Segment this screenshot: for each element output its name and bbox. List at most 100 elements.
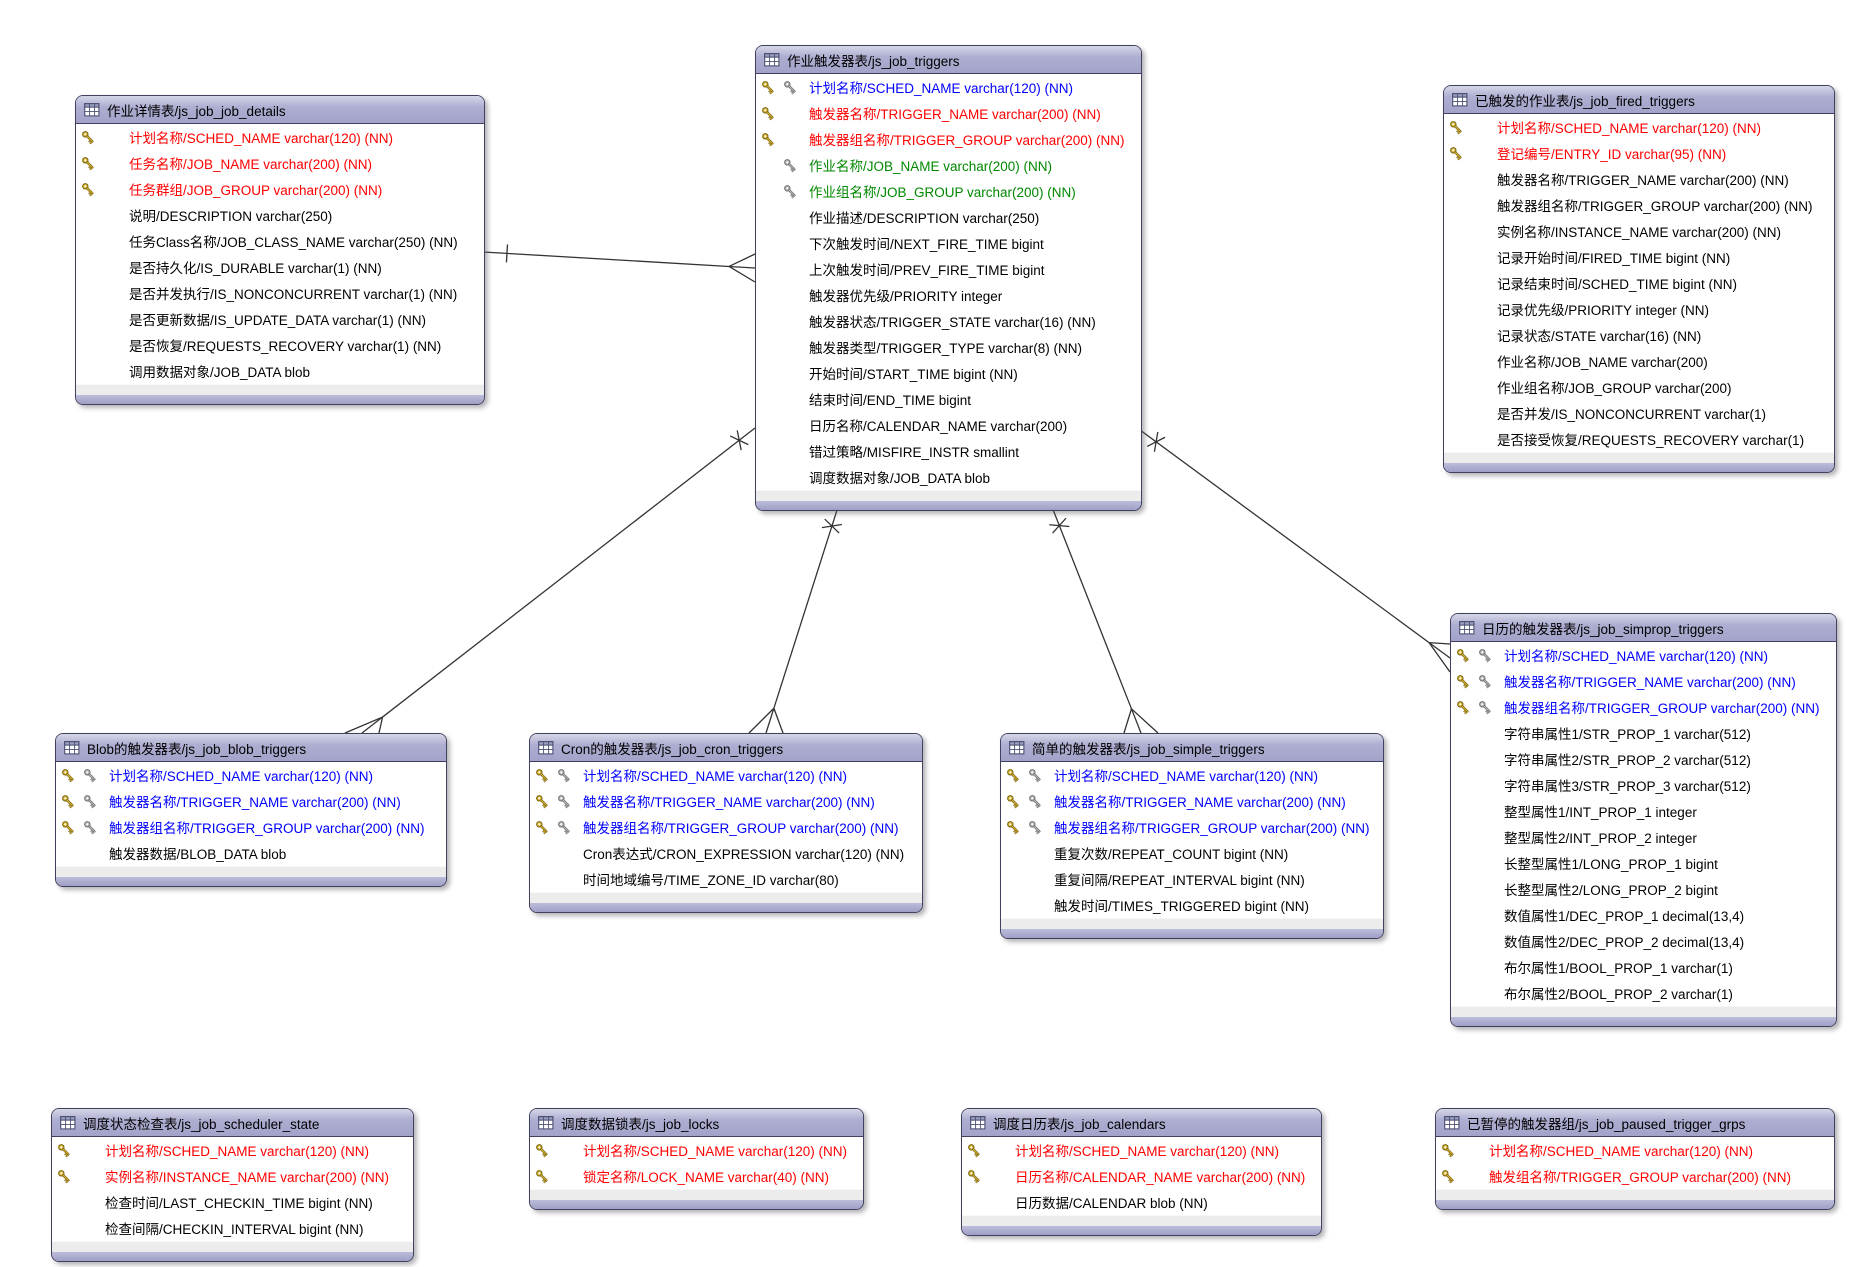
field-row[interactable]: 触发器优先级/PRIORITY integer (756, 282, 1141, 308)
field-row[interactable]: 长整型属性2/LONG_PROP_2 bigint (1451, 876, 1836, 902)
relationship-js_job_triggers-to-js_job_simple_triggers[interactable] (1049, 506, 1159, 734)
table-header[interactable]: 调度状态检查表/js_job_scheduler_state (52, 1109, 413, 1137)
field-row[interactable]: 作业名称/JOB_NAME varchar(200) (1444, 348, 1834, 374)
table-header[interactable]: 日历的触发器表/js_job_simprop_triggers (1451, 614, 1836, 642)
field-row[interactable]: 是否接受恢复/REQUESTS_RECOVERY varchar(1) (1444, 426, 1834, 452)
field-row[interactable]: 时间地域编号/TIME_ZONE_ID varchar(80) (530, 866, 922, 892)
field-row[interactable]: 是否并发执行/IS_NONCONCURRENT varchar(1) (NN) (76, 280, 484, 306)
field-row[interactable]: 调度数据对象/JOB_DATA blob (756, 464, 1141, 490)
table-header[interactable]: 已触发的作业表/js_job_fired_triggers (1444, 86, 1834, 114)
field-row[interactable]: 作业描述/DESCRIPTION varchar(250) (756, 204, 1141, 230)
relationship-js_job_job_details-to-js_job_triggers[interactable] (482, 244, 756, 283)
field-row[interactable]: 记录状态/STATE varchar(16) (NN) (1444, 322, 1834, 348)
field-row[interactable]: 作业名称/JOB_NAME varchar(200) (NN) (756, 152, 1141, 178)
field-row[interactable]: 实例名称/INSTANCE_NAME varchar(200) (NN) (52, 1163, 413, 1189)
relationship-js_job_triggers-to-js_job_simprop_triggers[interactable] (1139, 429, 1451, 673)
field-row[interactable]: 布尔属性2/BOOL_PROP_2 varchar(1) (1451, 980, 1836, 1006)
field-row[interactable]: 重复间隔/REPEAT_INTERVAL bigint (NN) (1001, 866, 1383, 892)
field-row[interactable]: 调用数据对象/JOB_DATA blob (76, 358, 484, 384)
table-header[interactable]: 已暂停的触发器组/js_job_paused_trigger_grps (1436, 1109, 1834, 1137)
field-row[interactable]: 触发器名称/TRIGGER_NAME varchar(200) (NN) (1444, 166, 1834, 192)
field-row[interactable]: 日历数据/CALENDAR blob (NN) (962, 1189, 1321, 1215)
field-row[interactable]: 触发器名称/TRIGGER_NAME varchar(200) (NN) (56, 788, 446, 814)
field-row[interactable]: 计划名称/SCHED_NAME varchar(120) (NN) (962, 1137, 1321, 1163)
field-row[interactable]: 计划名称/SCHED_NAME varchar(120) (NN) (756, 74, 1141, 100)
field-row[interactable]: 触发器类型/TRIGGER_TYPE varchar(8) (NN) (756, 334, 1141, 360)
field-row[interactable]: 触发器组名称/TRIGGER_GROUP varchar(200) (NN) (1001, 814, 1383, 840)
field-row[interactable]: 说明/DESCRIPTION varchar(250) (76, 202, 484, 228)
field-row[interactable]: 是否更新数据/IS_UPDATE_DATA varchar(1) (NN) (76, 306, 484, 332)
field-row[interactable]: 计划名称/SCHED_NAME varchar(120) (NN) (530, 1137, 863, 1163)
field-row[interactable]: 字符串属性2/STR_PROP_2 varchar(512) (1451, 746, 1836, 772)
field-row[interactable]: 结束时间/END_TIME bigint (756, 386, 1141, 412)
field-row[interactable]: 检查间隔/CHECKIN_INTERVAL bigint (NN) (52, 1215, 413, 1241)
table-header[interactable]: 作业详情表/js_job_job_details (76, 96, 484, 124)
field-row[interactable]: 计划名称/SCHED_NAME varchar(120) (NN) (56, 762, 446, 788)
field-row[interactable]: 计划名称/SCHED_NAME varchar(120) (NN) (1444, 114, 1834, 140)
field-row[interactable]: 计划名称/SCHED_NAME varchar(120) (NN) (530, 762, 922, 788)
field-row[interactable]: 触发器组名称/TRIGGER_GROUP varchar(200) (NN) (1444, 192, 1834, 218)
field-row[interactable]: 检查时间/LAST_CHECKIN_TIME bigint (NN) (52, 1189, 413, 1215)
field-row[interactable]: 任务名称/JOB_NAME varchar(200) (NN) (76, 150, 484, 176)
relationship-js_job_triggers-to-js_job_blob_triggers[interactable] (344, 427, 756, 734)
field-row[interactable]: 锁定名称/LOCK_NAME varchar(40) (NN) (530, 1163, 863, 1189)
field-row[interactable]: 计划名称/SCHED_NAME varchar(120) (NN) (76, 124, 484, 150)
field-row[interactable]: 布尔属性1/BOOL_PROP_1 varchar(1) (1451, 954, 1836, 980)
field-row[interactable]: 实例名称/INSTANCE_NAME varchar(200) (NN) (1444, 218, 1834, 244)
field-row[interactable]: 记录结束时间/SCHED_TIME bigint (NN) (1444, 270, 1834, 296)
field-row[interactable]: 整型属性2/INT_PROP_2 integer (1451, 824, 1836, 850)
field-row[interactable]: 触发器名称/TRIGGER_NAME varchar(200) (NN) (530, 788, 922, 814)
field-row[interactable]: 是否并发/IS_NONCONCURRENT varchar(1) (1444, 400, 1834, 426)
field-row[interactable]: 触发器组名称/TRIGGER_GROUP varchar(200) (NN) (756, 126, 1141, 152)
field-row[interactable]: 触发器组名称/TRIGGER_GROUP varchar(200) (NN) (1451, 694, 1836, 720)
field-row[interactable]: 计划名称/SCHED_NAME varchar(120) (NN) (1001, 762, 1383, 788)
field-row[interactable]: 长整型属性1/LONG_PROP_1 bigint (1451, 850, 1836, 876)
field-row[interactable]: 字符串属性1/STR_PROP_1 varchar(512) (1451, 720, 1836, 746)
field-row[interactable]: 日历名称/CALENDAR_NAME varchar(200) (NN) (962, 1163, 1321, 1189)
table-header[interactable]: 简单的触发器表/js_job_simple_triggers (1001, 734, 1383, 762)
field-row[interactable]: 记录优先级/PRIORITY integer (NN) (1444, 296, 1834, 322)
relationship-js_job_triggers-to-js_job_cron_triggers[interactable] (748, 506, 842, 734)
field-row[interactable]: 触发组名称/TRIGGER_GROUP varchar(200) (NN) (1436, 1163, 1834, 1189)
field-row[interactable]: 错过策略/MISFIRE_INSTR smallint (756, 438, 1141, 464)
field-row[interactable]: 是否恢复/REQUESTS_RECOVERY varchar(1) (NN) (76, 332, 484, 358)
field-row[interactable]: 触发器名称/TRIGGER_NAME varchar(200) (NN) (1451, 668, 1836, 694)
field-row[interactable]: 触发器组名称/TRIGGER_GROUP varchar(200) (NN) (56, 814, 446, 840)
table-header[interactable]: Blob的触发器表/js_job_blob_triggers (56, 734, 446, 762)
field-row[interactable]: 计划名称/SCHED_NAME varchar(120) (NN) (1451, 642, 1836, 668)
field-row[interactable]: 下次触发时间/NEXT_FIRE_TIME bigint (756, 230, 1141, 256)
field-row[interactable]: 作业组名称/JOB_GROUP varchar(200) (1444, 374, 1834, 400)
field-row[interactable]: 整型属性1/INT_PROP_1 integer (1451, 798, 1836, 824)
field-row[interactable]: 计划名称/SCHED_NAME varchar(120) (NN) (1436, 1137, 1834, 1163)
table-header[interactable]: Cron的触发器表/js_job_cron_triggers (530, 734, 922, 762)
field-row[interactable]: 记录开始时间/FIRED_TIME bigint (NN) (1444, 244, 1834, 270)
field-row[interactable]: 数值属性1/DEC_PROP_1 decimal(13,4) (1451, 902, 1836, 928)
field-row[interactable]: Cron表达式/CRON_EXPRESSION varchar(120) (NN… (530, 840, 922, 866)
field-row[interactable]: 开始时间/START_TIME bigint (NN) (756, 360, 1141, 386)
field-row[interactable]: 任务Class名称/JOB_CLASS_NAME varchar(250) (N… (76, 228, 484, 254)
table-header[interactable]: 作业触发器表/js_job_triggers (756, 46, 1141, 74)
field-row[interactable]: 触发器名称/TRIGGER_NAME varchar(200) (NN) (1001, 788, 1383, 814)
field-row[interactable]: 重复次数/REPEAT_COUNT bigint (NN) (1001, 840, 1383, 866)
table-header[interactable]: 调度数据锁表/js_job_locks (530, 1109, 863, 1137)
field-row[interactable]: 数值属性2/DEC_PROP_2 decimal(13,4) (1451, 928, 1836, 954)
field-row[interactable]: 上次触发时间/PREV_FIRE_TIME bigint (756, 256, 1141, 282)
field-row[interactable]: 触发器名称/TRIGGER_NAME varchar(200) (NN) (756, 100, 1141, 126)
field-row[interactable]: 作业组名称/JOB_GROUP varchar(200) (NN) (756, 178, 1141, 204)
table-header[interactable]: 调度日历表/js_job_calendars (962, 1109, 1321, 1137)
field-row[interactable]: 是否持久化/IS_DURABLE varchar(1) (NN) (76, 254, 484, 280)
field-row[interactable]: 触发器状态/TRIGGER_STATE varchar(16) (NN) (756, 308, 1141, 334)
field-row[interactable]: 计划名称/SCHED_NAME varchar(120) (NN) (52, 1137, 413, 1163)
field-row[interactable]: 触发时间/TIMES_TRIGGERED bigint (NN) (1001, 892, 1383, 918)
